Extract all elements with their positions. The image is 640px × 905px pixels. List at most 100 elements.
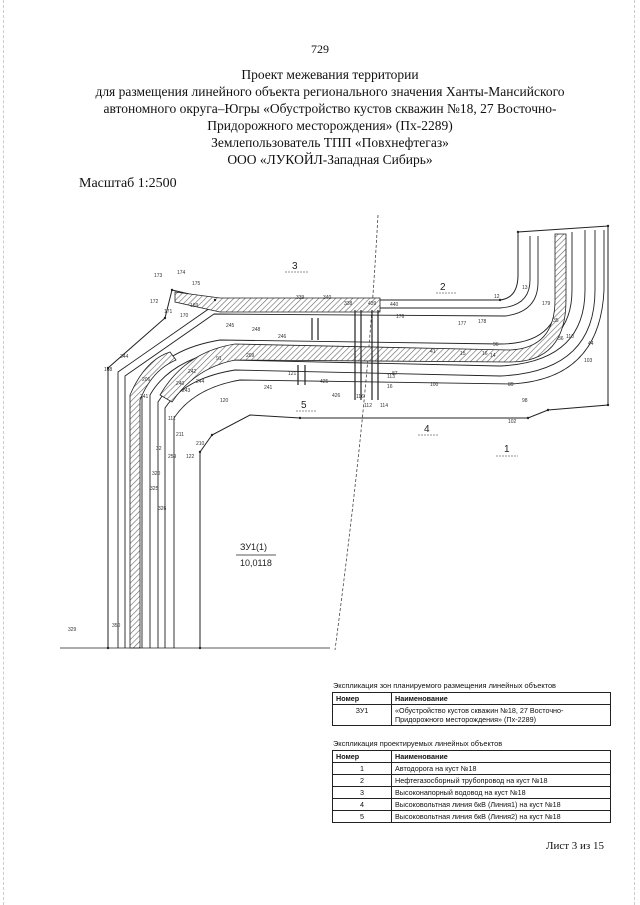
point-label: 36 bbox=[558, 336, 564, 342]
table-cell: 4 bbox=[332, 798, 392, 811]
zone-label: 5 bbox=[301, 400, 307, 411]
point-label: 87 bbox=[392, 371, 398, 377]
table-cell: Высоковольтная линия 6кВ (Линия1) на кус… bbox=[391, 798, 611, 811]
page-edge-left bbox=[3, 0, 5, 905]
point-label: 41 bbox=[430, 349, 436, 355]
table-cell: 2 bbox=[332, 774, 392, 787]
point-label: 242 bbox=[188, 369, 197, 375]
point-label: 439 bbox=[368, 301, 377, 307]
table2-caption: Экспликация проектируемых линейных объек… bbox=[333, 739, 503, 748]
point-label: 113 bbox=[387, 374, 395, 380]
point-label: 168 bbox=[104, 367, 113, 373]
point-label: 245 bbox=[226, 323, 235, 329]
title-line: для размещения линейного объекта региона… bbox=[95, 84, 565, 99]
point-label: 14 bbox=[490, 353, 496, 359]
point-label: 325 bbox=[150, 486, 159, 492]
point-label: 211 bbox=[176, 432, 184, 438]
point-label: 425 bbox=[320, 379, 329, 385]
point-label: 178 bbox=[478, 319, 487, 325]
crossings bbox=[297, 310, 379, 400]
road-band bbox=[159, 233, 567, 403]
point-label: 114 bbox=[380, 403, 388, 409]
zone-label: 2 bbox=[440, 282, 446, 293]
point-label: 172 bbox=[150, 299, 159, 305]
point-label: 120 bbox=[220, 398, 229, 404]
zone-label: 1 bbox=[504, 444, 510, 455]
page-edge-right bbox=[634, 0, 636, 905]
point-label: 329 bbox=[68, 627, 77, 633]
zone-label: 4 bbox=[424, 424, 430, 435]
table-row: 5 Высоковольтная линия 6кВ (Линия2) на к… bbox=[332, 810, 611, 823]
document-header: Проект межевания территории для размещен… bbox=[60, 66, 600, 168]
table-cell: Автодорога на куст №18 bbox=[391, 762, 611, 775]
point-label: 320 bbox=[152, 471, 161, 477]
table-cell: Нефтегазосборный трубопровод на куст №18 bbox=[391, 774, 611, 787]
point-label: 326 bbox=[158, 506, 167, 512]
point-label: 246 bbox=[278, 334, 287, 340]
point-label: 240 bbox=[176, 381, 185, 387]
point-label: 13 bbox=[522, 285, 528, 291]
reference-line bbox=[334, 214, 379, 651]
point-label: 12 bbox=[494, 294, 500, 300]
point-label: 102 bbox=[508, 419, 517, 425]
point-label: 15 bbox=[460, 351, 466, 357]
page-number: 729 bbox=[311, 42, 329, 56]
point-label: 96 bbox=[493, 342, 499, 348]
zone-label: 3 bbox=[292, 261, 298, 272]
point-label: 174 bbox=[177, 270, 186, 276]
point-label: 241 bbox=[264, 385, 273, 391]
point-label: 16 bbox=[482, 351, 488, 357]
point-label: 426 bbox=[332, 393, 341, 399]
point-label: 340 bbox=[323, 295, 332, 301]
table-cell: 3 bbox=[332, 786, 392, 799]
point-label: 350 bbox=[112, 623, 121, 629]
table-header: Наименование bbox=[391, 750, 611, 763]
point-label: 110 bbox=[566, 334, 574, 340]
point-label: 244 bbox=[196, 379, 205, 385]
point-label: 112 bbox=[364, 403, 372, 409]
point-label: 121 bbox=[288, 371, 297, 377]
objects-table: Номер Наименование 1 Автодорога на куст … bbox=[332, 750, 611, 823]
point-label: 440 bbox=[390, 302, 399, 308]
point-label: 171 bbox=[164, 309, 173, 315]
point-label: 100 bbox=[430, 382, 439, 388]
road-band-top bbox=[174, 291, 381, 313]
table-cell: «Обустройство кустов скважин №18, 27 Вос… bbox=[391, 704, 611, 726]
point-label: 173 bbox=[154, 273, 163, 279]
table-row: 4 Высоковольтная линия 6кВ (Линия1) на к… bbox=[332, 798, 611, 811]
table-row: 2 Нефтегазосборный трубопровод на куст №… bbox=[332, 774, 611, 787]
point-label: 259 bbox=[168, 454, 177, 460]
point-label: 16 bbox=[387, 384, 393, 390]
table-cell: 1 bbox=[332, 762, 392, 775]
table-header: Номер bbox=[332, 750, 392, 763]
title-line: автономного округа–Югры «Обустройство ку… bbox=[103, 101, 557, 116]
point-label: 111 bbox=[168, 416, 176, 422]
point-label: 170 bbox=[180, 313, 189, 319]
point-label: 44 bbox=[588, 341, 594, 347]
point-labels: 173 174 175 172 171 170 169 168 344 245 … bbox=[68, 270, 594, 633]
table-cell: Высоконапорный водовод на куст №18 bbox=[391, 786, 611, 799]
point-label: 98 bbox=[522, 398, 528, 404]
point-label: 89 bbox=[508, 382, 514, 388]
point-label: 177 bbox=[458, 321, 467, 327]
point-label: 344 bbox=[120, 354, 129, 360]
point-label: 339 bbox=[296, 295, 305, 301]
road-band-vertical bbox=[129, 351, 177, 649]
parcel-label: ЗУ1(1) bbox=[240, 542, 267, 552]
point-label: 209 bbox=[246, 353, 255, 359]
zones-table: Номер Наименование ЗУ1 «Обустройство кус… bbox=[332, 692, 611, 726]
scale-label: Масштаб 1:2500 bbox=[79, 176, 177, 191]
point-label: 175 bbox=[192, 281, 201, 287]
title-line: ООО «ЛУКОЙЛ-Западная Сибирь» bbox=[227, 152, 433, 167]
parcel-area: 10,0118 bbox=[240, 558, 272, 568]
table-cell: Высоковольтная линия 6кВ (Линия2) на кус… bbox=[391, 810, 611, 823]
table-row: 1 Автодорога на куст №18 bbox=[332, 762, 611, 775]
title-line: Проект межевания территории bbox=[241, 67, 419, 82]
point-label: 243 bbox=[182, 388, 191, 394]
point-label: 338 bbox=[344, 301, 353, 307]
point-label: 91 bbox=[216, 356, 222, 362]
title-line: Придорожного месторождения» (Пх-2289) bbox=[207, 118, 453, 133]
table-cell: ЗУ1 bbox=[332, 704, 392, 726]
table-row: 3 Высоконапорный водовод на куст №18 bbox=[332, 786, 611, 799]
sheet-number: Лист 3 из 15 bbox=[546, 840, 605, 852]
